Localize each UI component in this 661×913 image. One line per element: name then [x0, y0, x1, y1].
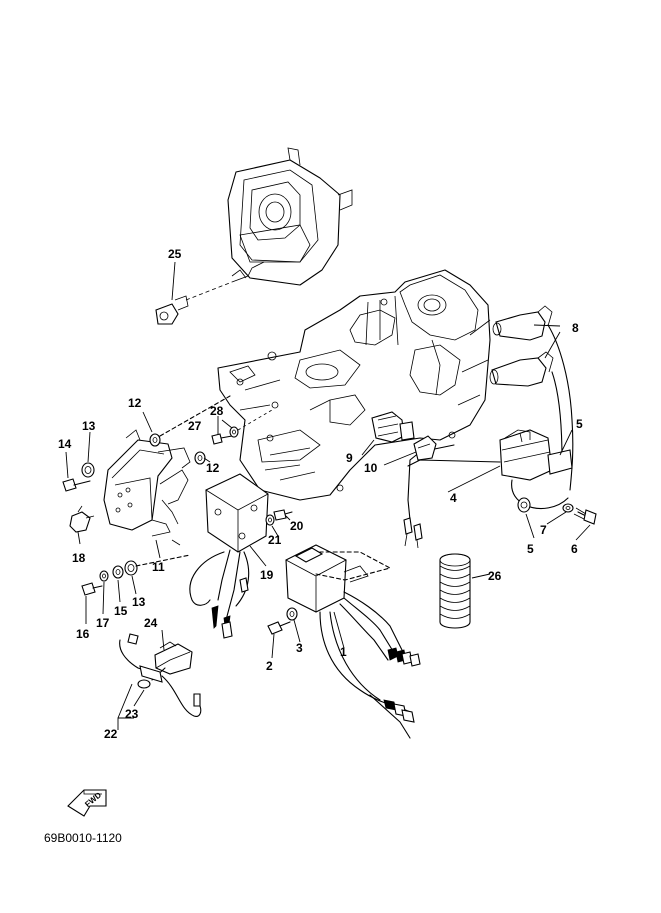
label-part-18: 18: [72, 551, 86, 565]
small-parts-left: [81, 554, 191, 596]
label-part-5a: 5: [576, 417, 583, 431]
cdi-unit-1: [285, 544, 421, 739]
label-part-21: 21: [268, 533, 282, 547]
drawing-code: 69B0010-1120: [44, 831, 122, 845]
label-part-15: 15: [114, 604, 128, 618]
label-part-17: 17: [96, 616, 110, 630]
wire-22: [119, 633, 202, 717]
label-part-23: 23: [125, 707, 139, 721]
bracket-11: [103, 429, 191, 546]
label-part-8: 8: [572, 321, 579, 335]
label-part-10: 10: [364, 461, 378, 475]
bolt-2-washer-3: [267, 607, 298, 635]
sensor-9-10: [371, 411, 437, 461]
bolt-washer-6-7: [562, 503, 597, 525]
bolt-14: [62, 478, 91, 492]
engine-block: [217, 269, 491, 501]
label-part-13a: 13: [82, 419, 96, 433]
label-part-5b: 5: [527, 542, 534, 556]
label-part-7: 7: [540, 523, 547, 537]
label-part-26: 26: [488, 569, 502, 583]
part-number-labels: 25 8 5 4 7 5 6 9 10 12 13 14 28 27 12 18…: [58, 247, 583, 741]
label-part-2: 2: [266, 659, 273, 673]
bolt-20-washer-21: [265, 509, 293, 526]
label-part-14: 14: [58, 437, 72, 451]
label-part-25: 25: [168, 247, 182, 261]
bolt-27: [211, 433, 233, 445]
leader-lines: [65, 261, 591, 730]
sensor-25: [155, 261, 265, 325]
ignition-module-19: [189, 473, 269, 639]
label-part-24: 24: [144, 616, 158, 630]
label-part-3: 3: [296, 641, 303, 655]
label-part-12b: 12: [206, 461, 220, 475]
label-part-28: 28: [210, 404, 224, 418]
label-part-27: 27: [188, 419, 202, 433]
label-part-11: 11: [152, 560, 165, 574]
ignition-coil: [403, 429, 573, 549]
bracket-plate: [227, 147, 353, 286]
collar-13a: [81, 462, 95, 478]
plug-caps: [489, 305, 574, 491]
label-part-19: 19: [260, 568, 274, 582]
label-part-1: 1: [340, 645, 347, 659]
label-part-22: 22: [104, 727, 118, 741]
label-part-6: 6: [571, 542, 578, 556]
label-part-20: 20: [290, 519, 304, 533]
label-part-12a: 12: [128, 396, 142, 410]
label-part-4: 4: [450, 491, 457, 505]
forward-direction-marker: FWD: [67, 789, 107, 817]
grommet-12a: [149, 395, 231, 447]
hose-26: [439, 553, 471, 629]
label-part-9: 9: [346, 451, 353, 465]
grommet-12b: [194, 451, 206, 465]
label-part-13b: 13: [132, 595, 146, 609]
washer-28: [229, 409, 273, 438]
clip-18: [69, 505, 95, 533]
label-part-16: 16: [76, 627, 90, 641]
